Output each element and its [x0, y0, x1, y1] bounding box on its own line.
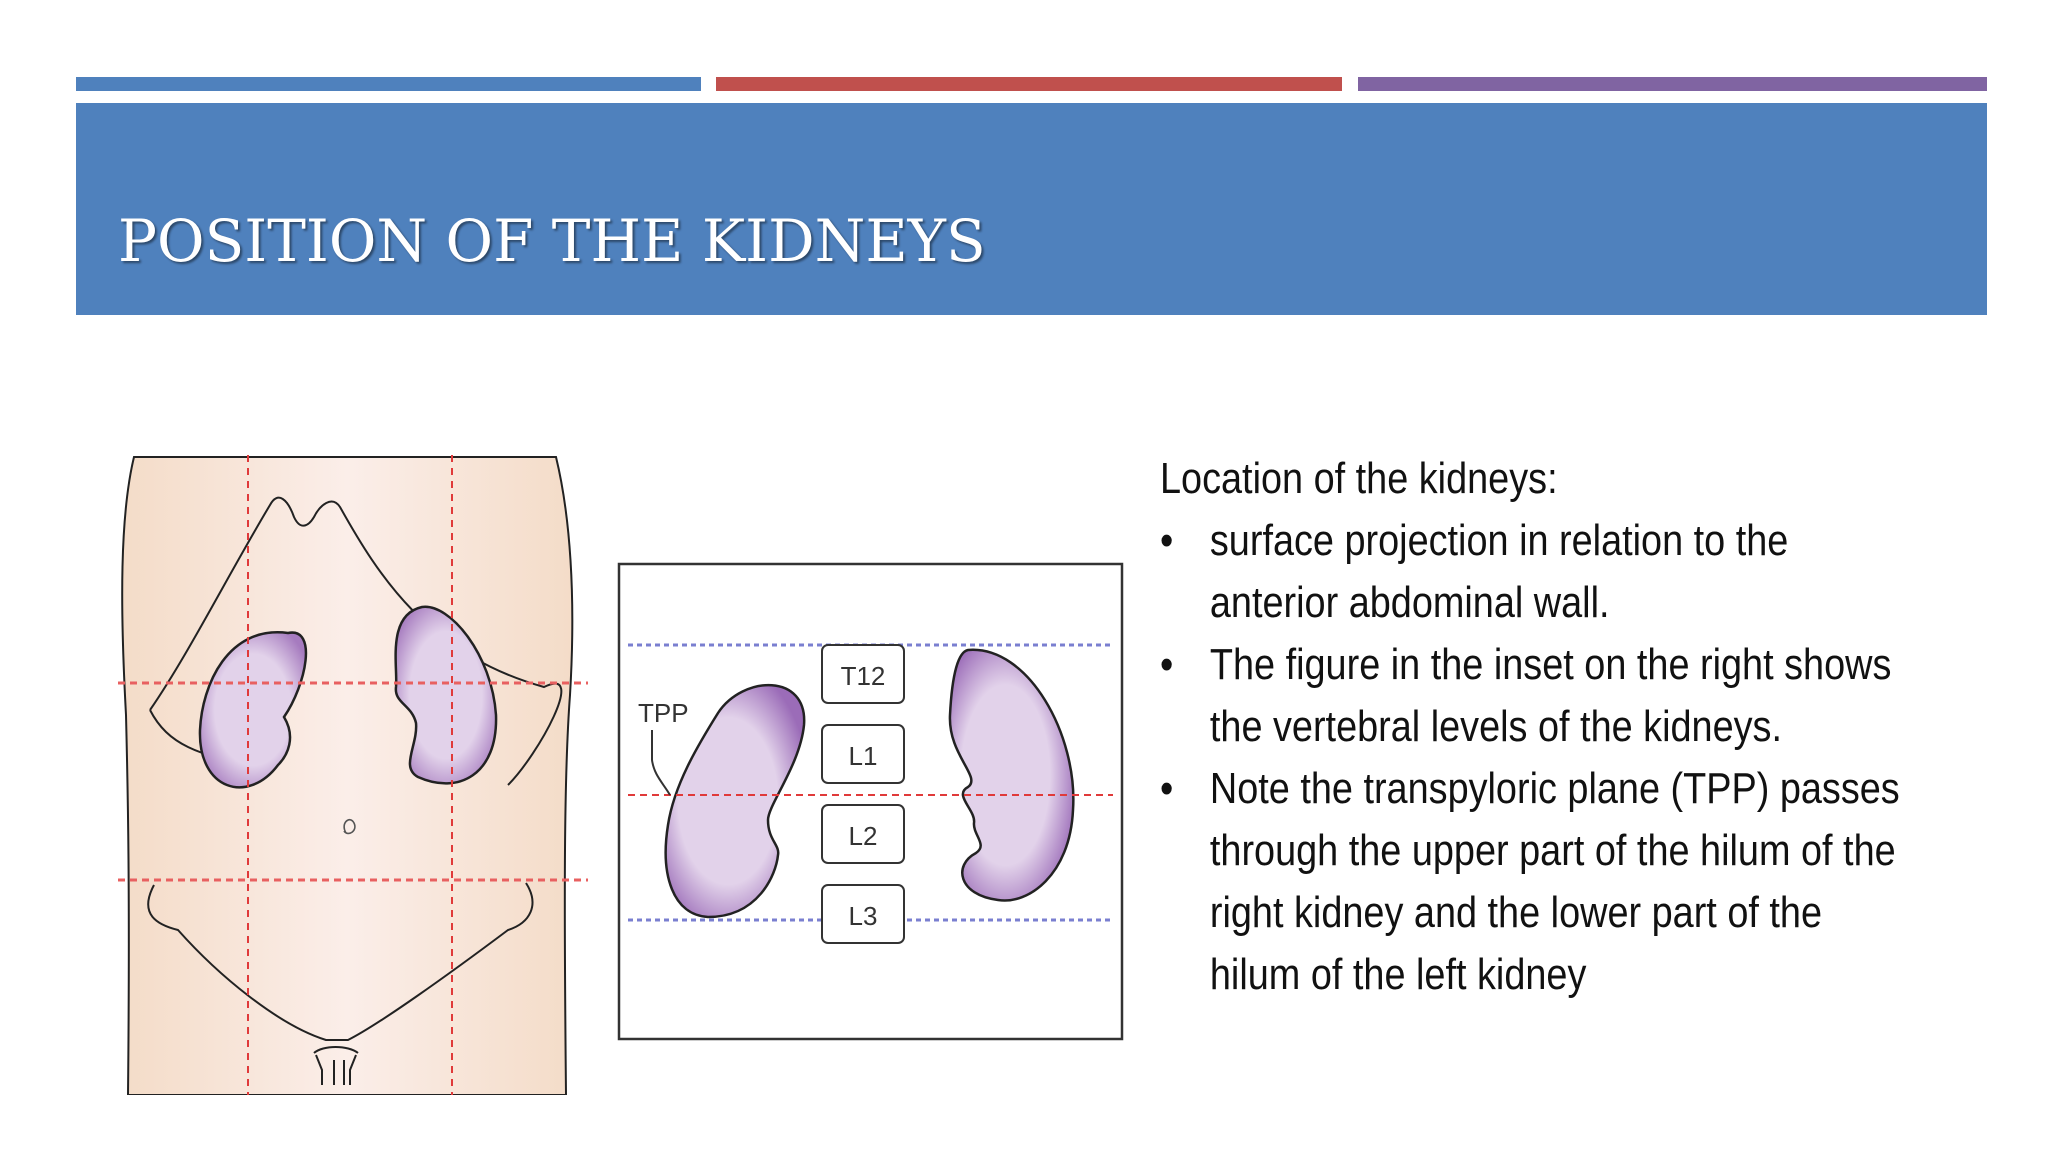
bullet-glyph: •: [1160, 640, 1174, 689]
bullet-glyph: •: [1160, 764, 1174, 813]
bullet-item: • The figure in the inset on the right s…: [1160, 634, 1908, 758]
vertebral-levels-inset: TPP T12 L1 L2 L3: [617, 562, 1124, 1041]
torso-kidney-figure: [118, 455, 588, 1095]
inset-left-kidney: [948, 648, 1075, 902]
pubic-symphosis: [315, 1054, 357, 1085]
pelvis-outline: [147, 882, 534, 1041]
vertebra-label-l3: L3: [849, 901, 878, 931]
vertebra-label-t12: T12: [841, 661, 886, 691]
vertebra-l3: [821, 884, 905, 944]
bullet-glyph: •: [1160, 516, 1174, 565]
vertebra-l1: [821, 724, 905, 784]
bullet-text: The figure in the inset on the right sho…: [1209, 640, 1892, 751]
vertebra-label-l1: L1: [849, 741, 878, 771]
inset-right-kidney: [664, 683, 806, 919]
slide-title: POSITION OF THE KIDNEYS: [118, 207, 986, 275]
pubic-arch: [313, 1046, 359, 1054]
bullet-item: • Note the transpyloric plane (TPP) pass…: [1160, 758, 1908, 1006]
accent-bar-blue: [76, 77, 701, 91]
bullet-text: surface projection in relation to the an…: [1209, 516, 1789, 627]
umbilicus: [343, 818, 356, 835]
bullet-text: Note the transpyloric plane (TPP) passes…: [1209, 764, 1900, 999]
accent-bar-red: [716, 77, 1342, 91]
vertebra-t12: [821, 644, 905, 704]
right-kidney-surface: [198, 631, 308, 789]
left-kidney-surface: [394, 605, 498, 785]
torso-outline: [121, 456, 574, 1095]
bullet-list: • surface projection in relation to the …: [1160, 510, 1908, 1006]
description-text: Location of the kidneys: • surface proje…: [1160, 448, 1908, 1006]
tpp-label: TPP: [638, 698, 689, 728]
bullet-item: • surface projection in relation to the …: [1160, 510, 1908, 634]
accent-bar-purple: [1358, 77, 1987, 91]
title-band: POSITION OF THE KIDNEYS: [76, 103, 1987, 315]
vertebra-label-l2: L2: [849, 821, 878, 851]
tpp-leader: [651, 730, 671, 796]
intro-line: Location of the kidneys:: [1160, 454, 1558, 503]
vertebra-l2: [821, 804, 905, 864]
